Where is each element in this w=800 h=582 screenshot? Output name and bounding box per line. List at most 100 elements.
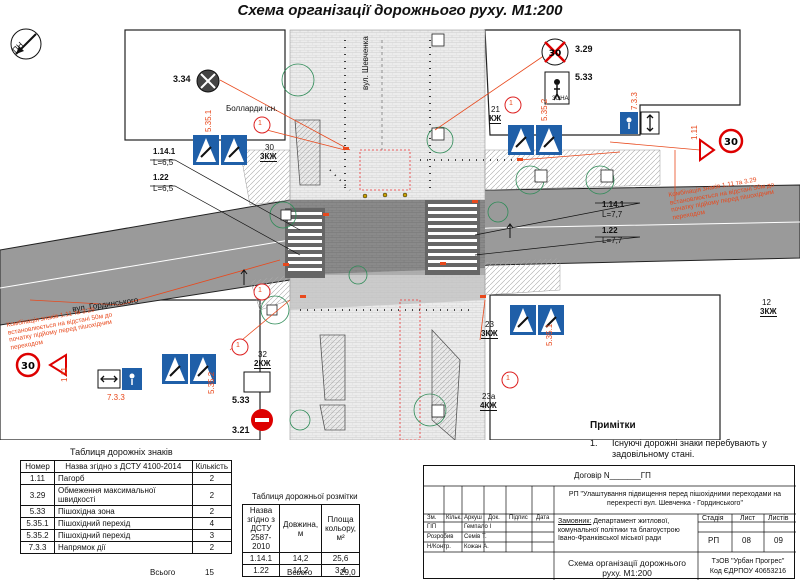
stamp-customer-text: Департамент житлової, комунальної політи…: [558, 518, 680, 542]
pedestrian-zone-sign-icon: [544, 71, 570, 105]
speed-limit-sign-left-icon: 30: [15, 352, 41, 378]
ref-circle-1-e: 1: [506, 375, 510, 382]
stamp-name-normcontrol: Кожан А.: [464, 544, 489, 550]
bollards: [362, 192, 408, 199]
sign-cell: 5.33: [20, 505, 55, 518]
building-23-type: 3КЖ: [481, 329, 498, 339]
reference-circles: [231, 96, 522, 389]
pedestrian-zone-sign-left-icon: [122, 368, 142, 390]
north-arrow-icon: [10, 28, 42, 60]
pedestrian-zone-small-sign-icon: [620, 112, 638, 134]
sign-733-sw-label: 7.3.3: [107, 393, 125, 402]
shevchenka-north-paving: [289, 29, 486, 201]
marking-table-header: Назва згідно з ДСТУ 2587-2010 Довжина, м…: [241, 504, 360, 553]
sign-cell: 2: [191, 484, 233, 506]
direction-arrow-sign-left-icon: [97, 369, 121, 389]
sign-5352-ne-label: 5.35.2: [540, 98, 549, 121]
header-name: Назва згідно з ДСТУ 4100-2014: [54, 460, 193, 473]
stamp-company: ТзОВ "Урбан Прогрес": [711, 558, 785, 565]
svg-text:30: 30: [21, 361, 35, 372]
signs-total-value: 15: [205, 568, 214, 577]
title-block: Договір N_______ГП РП "Улаштування підви…: [423, 465, 796, 580]
marking-header-length: Довжина, м: [279, 504, 323, 553]
signs-table-title: Таблиця дорожніх знаків: [70, 447, 173, 457]
sign-cell: 2: [191, 541, 233, 554]
stamp-col-change: Зм.: [427, 515, 437, 521]
ref-circle-1-b: 1: [509, 100, 513, 107]
marking-122-left-label: 1.22: [153, 173, 169, 182]
marking-1141-left-label: 1.14.1: [153, 147, 176, 156]
sign-cell: Обмеження максимальної швидкості: [54, 484, 193, 506]
sign-cell: 2: [191, 472, 233, 485]
stamp-role-developer: Розробив: [427, 534, 454, 540]
marking-cell: 1.14.1: [241, 552, 281, 565]
stamp-name-gip: Гемпало І: [464, 524, 492, 530]
stamp-name-developer: Семів Т.: [464, 534, 487, 540]
stamp-col-sheet: Аркуш: [464, 515, 482, 521]
marking-122-right-label: 1.22: [602, 226, 618, 235]
tactile-strips: [359, 149, 421, 440]
stamp-sheet-label: Лист: [740, 515, 756, 522]
stamp-sheet: 08: [742, 536, 751, 545]
stamp-company-code: Код ЄДРПОУ 40653216: [709, 568, 787, 575]
street-shevchenka-label: вул. Шевченка: [361, 36, 370, 90]
sign-markers: [283, 147, 523, 298]
stamp-stage-label: Стадія: [702, 515, 724, 522]
building-21-number: 21: [491, 105, 500, 114]
building-12-number: 12: [762, 298, 771, 307]
zone-text-label: ЗОНА: [552, 96, 569, 102]
sign-cell: 2: [191, 505, 233, 518]
stamp-project: РП "Улаштування підвищення перед пішохід…: [568, 491, 782, 507]
no-entry-sign-icon: [251, 409, 273, 431]
stamp-drawing-title: Схема організації дорожнього руху. М1:20…: [568, 558, 686, 578]
building-ne: [484, 29, 741, 136]
sign-533-bottom-label: 5.33: [232, 395, 250, 405]
sign-334-label: 3.34: [173, 74, 191, 84]
stamp-customer-label: Замовник:: [558, 518, 592, 525]
sign-5352-sw-label: 5.35.2: [207, 371, 216, 394]
ref-circle-1-a: 1: [258, 120, 262, 127]
sign-5351-nw-label: 5.35.1: [204, 109, 213, 132]
sign-cell: Пішохідна зона: [54, 505, 193, 518]
stamp-role-normcontrol: Н/Контр.: [427, 544, 451, 550]
svg-text:30: 30: [549, 49, 562, 59]
trees: [260, 63, 615, 431]
sign-cell: 3: [191, 529, 233, 542]
stamp-col-qty: Кільк.: [446, 515, 462, 521]
marking-122-right-length: L=7,7: [602, 236, 623, 245]
svg-text:30: 30: [724, 137, 738, 148]
sign-cell: 1.11: [20, 472, 55, 485]
building-30-number: 30: [265, 143, 274, 152]
ref-circle-1-d: 1: [236, 342, 240, 349]
crosswalk-east: [425, 200, 480, 275]
sign-329-label: 3.29: [575, 44, 593, 54]
ref-circle-1-c: 1: [258, 287, 262, 294]
sign-cell: 5.35.1: [20, 517, 55, 530]
building-23a-type: 4КЖ: [480, 401, 497, 411]
marking-header-name: Назва згідно з ДСТУ 2587-2010: [241, 504, 281, 553]
notes-title: Примітки: [590, 420, 636, 431]
sign-5351-se-label: 5.35.1: [545, 323, 554, 346]
marking-1141-right-length: L=7,7: [602, 210, 623, 219]
sign-cell: 7.3.3: [20, 541, 55, 554]
marking-cell: 14,2: [279, 552, 323, 565]
stamp-contract: Договір N_______ГП: [574, 471, 651, 480]
marking-cell: 3,4: [321, 564, 360, 577]
marking-122-left-length: L=6,5: [153, 184, 174, 193]
building-23-number: 23: [485, 320, 494, 329]
notes-item-number: 1.: [590, 438, 598, 448]
marking-header-area: Площа кольору, м²: [321, 504, 360, 553]
stamp-col-doc: Док.: [488, 515, 500, 521]
direction-arrow-sign-icon: [640, 111, 660, 135]
building-32-type: 2КЖ: [254, 359, 271, 369]
building-32-number: 32: [258, 350, 267, 359]
sign-cell: Пагорб: [54, 472, 193, 485]
